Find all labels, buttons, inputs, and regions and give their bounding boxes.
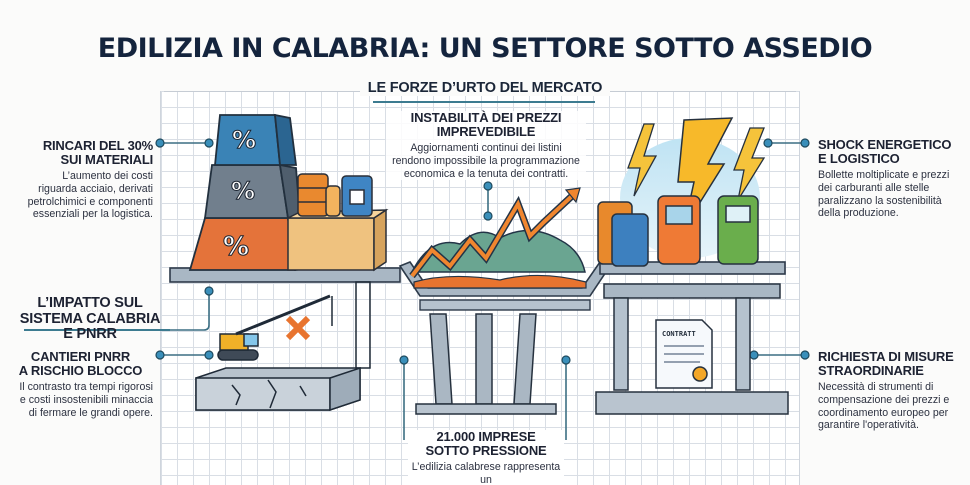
pnrr-heading: CANTIERI PNRR A RISCHIO BLOCCO (18, 349, 143, 378)
supplies (287, 173, 389, 272)
top-shelf (169, 261, 786, 311)
firms-heading: 21.000 IMPRESE SOTTO PRESSIONE (425, 429, 547, 458)
firms-block: 21.000 IMPRESE SOTTO PRESSIONE L’edilizi… (408, 430, 564, 485)
price-chart-illustration (409, 187, 587, 289)
contract-label: CONTRATT (662, 330, 696, 338)
percent-icon: % (232, 126, 256, 154)
pnrr-block: CANTIERI PNRR A RISCHIO BLOCCO Il contra… (8, 350, 153, 419)
crane-illustration (195, 281, 371, 412)
percent-icon: % (223, 232, 249, 262)
prices-heading: INSTABILITÀ DEI PREZZI IMPREVEDIBILE (410, 110, 562, 139)
page-title: EDILIZIA IN CALABRIA: UN SETTORE SOTTO A… (97, 33, 873, 64)
section-header: LE FORZE D’URTO DEL MERCATO (360, 80, 610, 96)
materials-description: L’aumento dei costi riguarda acciaio, de… (27, 170, 153, 221)
cracked-columns (415, 313, 557, 415)
energy-illustration (597, 117, 766, 267)
section-header-underline (373, 101, 595, 103)
energy-description: Bollette moltiplicate e prezzi dei carbu… (818, 169, 950, 220)
prices-block: INSTABILITÀ DEI PREZZI IMPREVEDIBILE Agg… (386, 110, 586, 181)
measures-block: RICHIESTA DI MISURE STRAORDINARIE Necess… (818, 350, 968, 432)
impact-heading: L’IMPATTO SUL SISTEMA CALABRIA E PNRR (19, 295, 161, 342)
contract-illustration (595, 283, 789, 415)
materials-heading: RINCARI DEL 30% SUI MATERIALI (42, 138, 153, 167)
measures-heading: RICHIESTA DI MISURE STRAORDINARIE (818, 349, 954, 378)
measures-description: Necessità di strumenti di compensazione … (818, 381, 950, 432)
pnrr-description: Il contrasto tra tempi rigorosi e costi … (19, 381, 153, 419)
percent-icon: % (231, 177, 255, 205)
materials-block: RINCARI DEL 30% SUI MATERIALI L’aumento … (10, 138, 154, 221)
firms-description: L’edilizia calabrese rappresenta un pres… (411, 461, 561, 485)
energy-heading: SHOCK ENERGETICO E LOGISTICO (818, 137, 952, 166)
prices-description: Aggiornamenti continui dei listini rendo… (392, 142, 580, 180)
energy-block: SHOCK ENERGETICO E LOGISTICO Bollette mo… (818, 138, 968, 220)
impact-block: L’IMPATTO SUL SISTEMA CALABRIA E PNRR (18, 295, 162, 343)
